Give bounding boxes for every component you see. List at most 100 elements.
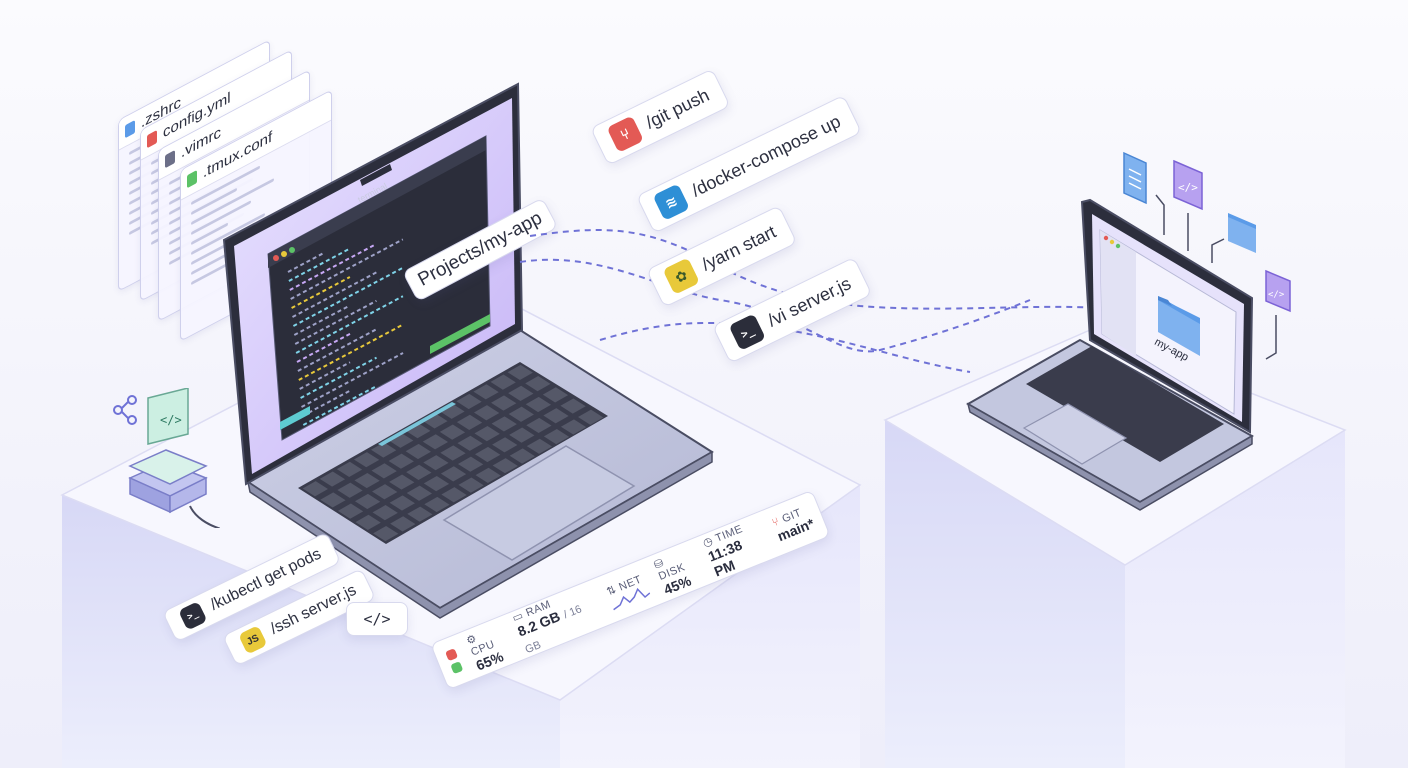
terminal-code-line <box>299 361 351 390</box>
terminal-code-line <box>301 352 404 408</box>
keyboard-key <box>354 472 380 489</box>
trackpad <box>442 445 636 561</box>
keyboard-key <box>373 525 399 542</box>
terminal-code-line <box>297 328 377 372</box>
terminal-code-line <box>298 323 404 381</box>
keyboard-key <box>353 452 380 468</box>
keyboard-key <box>542 387 569 403</box>
keyboard-key <box>560 419 587 435</box>
keyboard-key <box>389 474 415 490</box>
terminal-code-line <box>292 271 377 318</box>
keyboard-key <box>473 405 500 421</box>
keyboard-key <box>525 376 551 392</box>
terminal-code-line <box>290 238 404 300</box>
keyboard-key <box>423 455 449 471</box>
keyboard-key <box>509 427 535 443</box>
terminal-code-line <box>291 276 351 309</box>
code-tag-card[interactable]: </> <box>346 602 408 636</box>
keyboard-key <box>406 485 433 501</box>
keyboard-key <box>390 516 416 532</box>
keyboard-key <box>372 484 398 500</box>
remote-trackpad <box>1022 403 1128 465</box>
terminal-code-line <box>288 247 351 282</box>
keyboard-key <box>423 475 450 492</box>
terminal-code-line <box>300 356 378 399</box>
net-stat: ⇅ NET <box>604 571 651 611</box>
right-platform-right-face <box>1125 430 1345 768</box>
remote-keyboard <box>1026 346 1224 462</box>
keyboard-key <box>491 416 517 432</box>
keyboard-key <box>440 445 466 461</box>
remote-file-icons: </> </> <box>1123 151 1291 360</box>
svg-text:</>: </> <box>1268 290 1285 300</box>
keyboard-key <box>473 384 499 400</box>
document-icon <box>1123 151 1147 205</box>
terminal-code-lines <box>287 238 404 426</box>
keyboard-key <box>336 461 363 477</box>
keyboard-key <box>441 487 467 503</box>
keyboard-key <box>337 503 364 519</box>
keyboard-key <box>508 406 534 422</box>
keyboard-key <box>456 393 482 410</box>
code-file-icon: </> <box>1173 159 1203 211</box>
keyboard-key <box>440 466 467 482</box>
keyboard-key <box>507 364 533 381</box>
keyboard-key <box>371 463 397 479</box>
terminal-code-line <box>301 389 351 417</box>
svg-text:</>: </> <box>1178 181 1198 194</box>
left-platform-right-face <box>560 485 860 768</box>
code-tag-icon: </> <box>160 413 182 427</box>
keyboard-key <box>320 492 346 508</box>
keyboard-key <box>424 496 450 513</box>
terminal-code-line <box>294 299 377 345</box>
left-platform-left-face <box>62 495 560 768</box>
keyboard-key <box>509 448 536 464</box>
keyboard-key <box>372 505 398 521</box>
terminal-titlebar <box>268 136 486 268</box>
laptop-base-edge <box>246 450 713 619</box>
keyboard-key <box>492 437 518 453</box>
keyboard-key <box>457 456 484 472</box>
net-sparkline <box>613 587 651 610</box>
keyboard-key <box>526 438 553 454</box>
terminal-code-line <box>296 332 351 363</box>
folder-icon <box>1228 213 1256 253</box>
keyboard-key <box>475 446 501 463</box>
code-file-icon-2: </> <box>1265 269 1291 313</box>
keyboard-key <box>407 506 433 522</box>
keyboard-key <box>560 398 586 414</box>
keyboard-key <box>388 453 414 469</box>
keyboard-key <box>543 429 570 445</box>
keyboard-keys <box>302 364 604 542</box>
keyboard-key <box>319 471 346 487</box>
keyboard-key <box>389 495 415 511</box>
keyboard-key <box>422 434 449 450</box>
keyboard-key <box>370 442 397 458</box>
keyboard-key <box>405 443 431 460</box>
keyboard-key <box>355 514 381 530</box>
keyboard-key <box>337 482 363 498</box>
keyboard-key <box>492 458 518 474</box>
terminal-code-line <box>295 295 404 354</box>
keyboard-key <box>458 477 484 493</box>
server-stack-icon: </> <box>113 388 220 528</box>
keyboard-key <box>491 395 517 411</box>
keyboard-key <box>302 481 328 497</box>
my-app-folder-icon <box>1158 296 1200 356</box>
keyboard-key <box>578 409 604 425</box>
keyboard-key <box>457 435 483 451</box>
keyboard-key <box>439 424 466 440</box>
keyboard-key <box>456 414 483 431</box>
keyboard-key <box>490 374 516 390</box>
keyboard-key <box>406 464 432 480</box>
status-bar: ⚙ CPU 65% ▭ RAM 8.2 GB / 16 GB ⇅ NET ⛁ D… <box>430 489 831 691</box>
keyboard-key <box>474 426 500 442</box>
terminal-code-line <box>289 243 377 291</box>
keyboard-key <box>508 385 534 401</box>
right-platform-left-face <box>885 420 1125 768</box>
keyboard-key <box>526 417 552 434</box>
keyboard-key <box>354 493 381 510</box>
keyboard-key <box>475 467 501 484</box>
